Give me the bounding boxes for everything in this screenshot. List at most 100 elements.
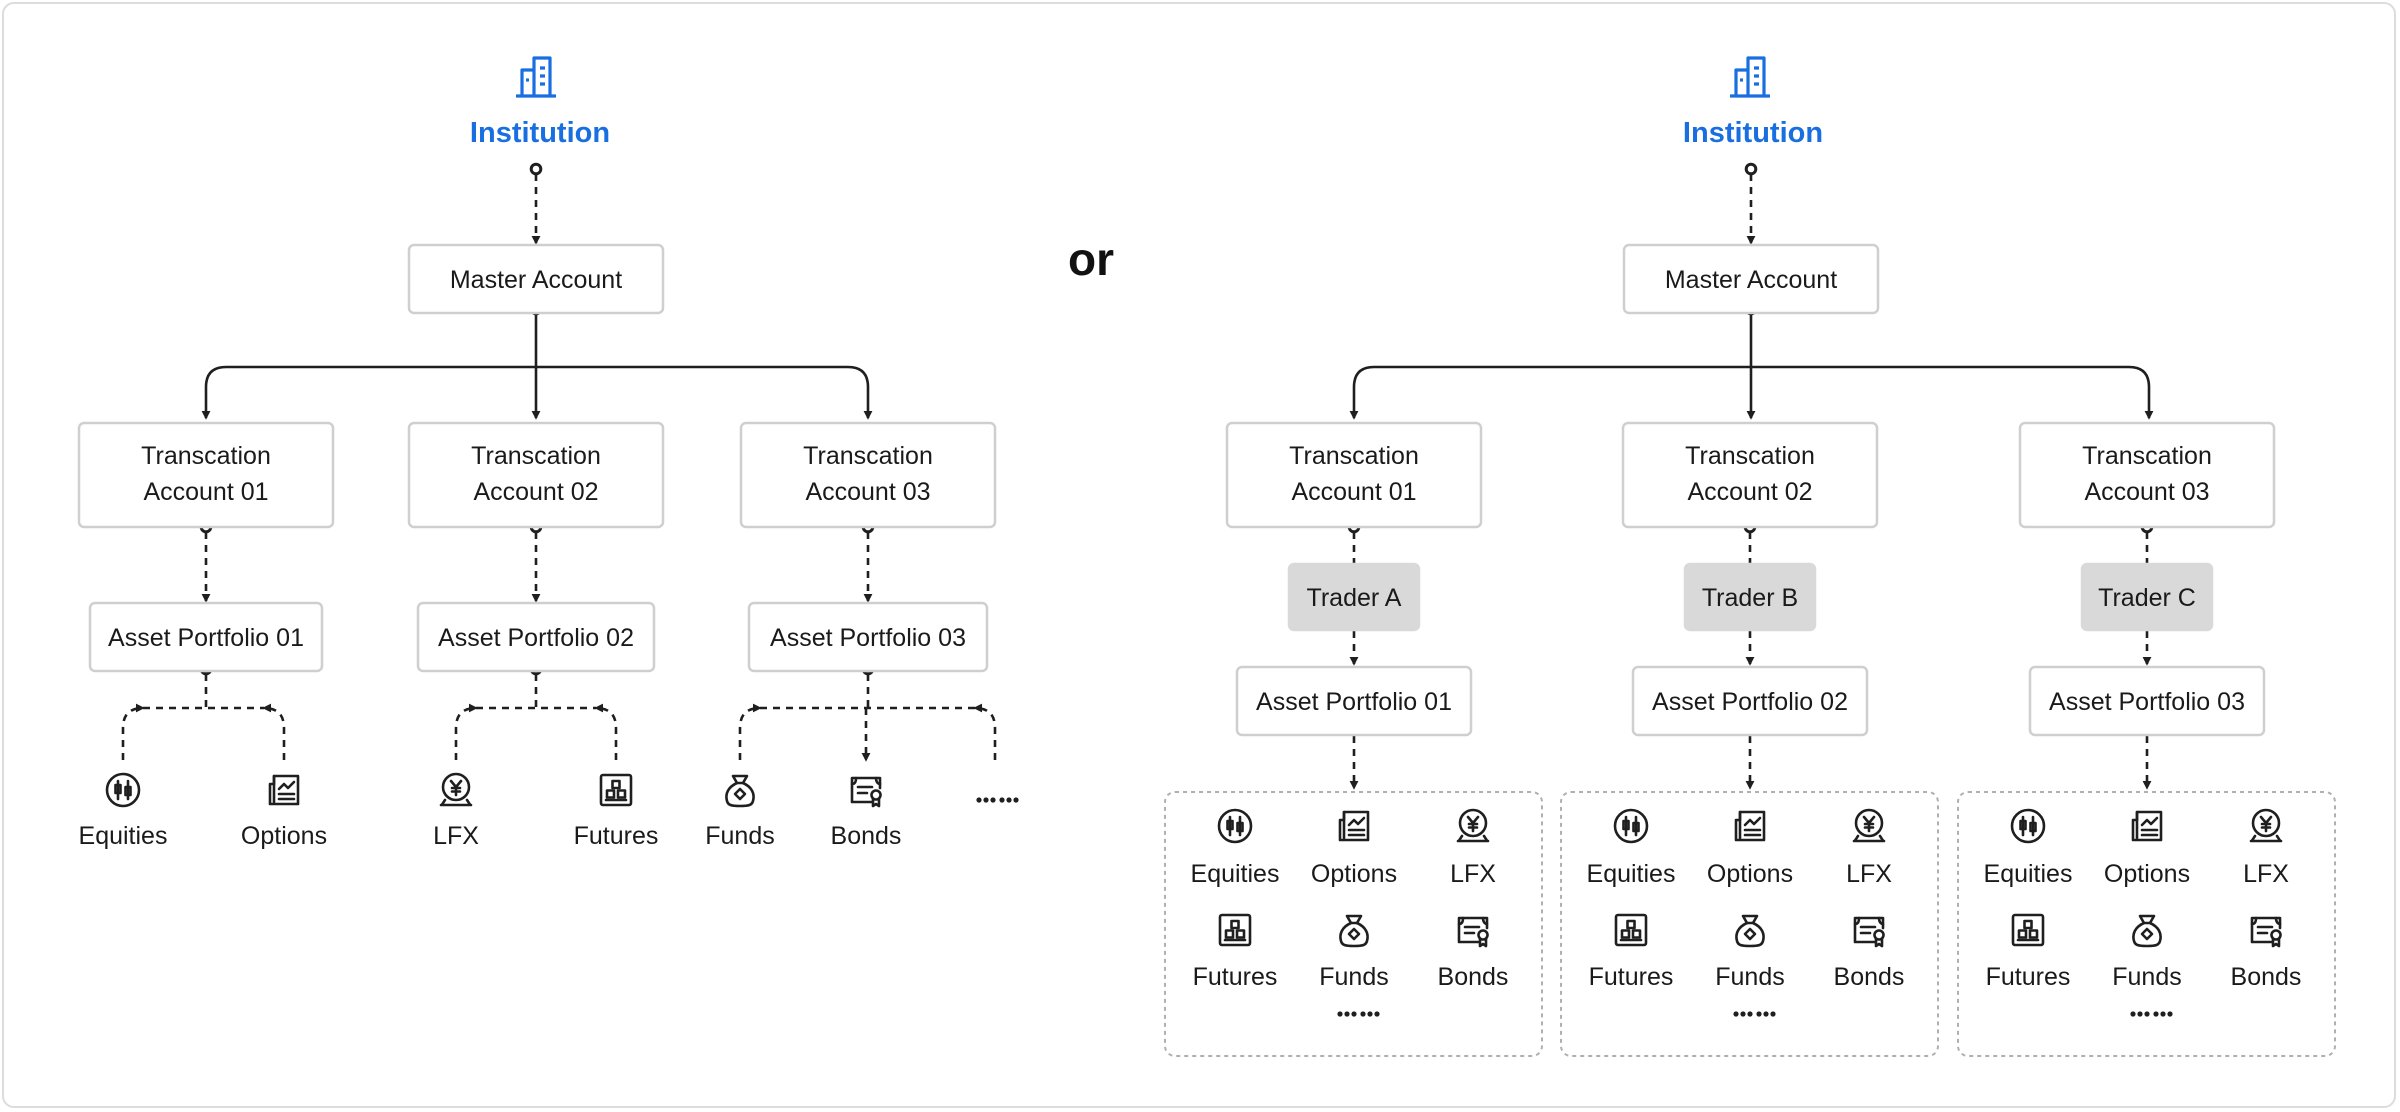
asset-label: Funds	[1319, 963, 1388, 991]
funds-icon	[2132, 914, 2162, 948]
institution-building-icon	[1730, 56, 1770, 98]
master-account-box	[407, 243, 665, 315]
asset-label: Futures	[1193, 963, 1278, 991]
asset-label: Bonds	[1438, 963, 1509, 991]
asset-label: Funds	[705, 822, 774, 850]
asset-label: Options	[1707, 860, 1793, 888]
transaction-account-label: Account 03	[805, 478, 930, 506]
trader-label: Trader A	[1307, 584, 1402, 612]
portfolio-branch-line	[973, 703, 997, 760]
master-to-account-line	[1751, 365, 2154, 420]
asset-label: LFX	[1846, 860, 1892, 888]
futures-icon	[1614, 913, 1648, 947]
trader-box	[1683, 562, 1817, 632]
futures-icon	[2011, 913, 2045, 947]
transaction-account-label: Transcation	[141, 442, 271, 470]
asset-label: Options	[2104, 860, 2190, 888]
futures-icon	[599, 773, 633, 807]
funds-icon	[1735, 914, 1765, 948]
transaction-account-label: Transcation	[803, 442, 933, 470]
asset-portfolio-box	[416, 601, 656, 673]
connector-node-dot	[529, 162, 543, 176]
portfolio-branch-line	[454, 703, 478, 760]
transaction-account-label: Account 02	[1687, 478, 1812, 506]
asset-label: Equities	[1191, 860, 1280, 888]
transaction-account-label: Transcation	[2082, 442, 2212, 470]
transaction-account-label: Account 01	[1291, 478, 1416, 506]
lfx-icon	[2249, 808, 2283, 843]
transaction-account-label: Transcation	[1685, 442, 1815, 470]
funds-icon	[725, 774, 755, 808]
transaction-account-label: Transcation	[471, 442, 601, 470]
asset-label: Bonds	[1834, 963, 1905, 991]
master-account-label: Master Account	[1665, 266, 1837, 294]
transaction-account-box	[77, 421, 335, 529]
transaction-account-box	[2018, 421, 2276, 529]
more-icon	[976, 797, 1019, 803]
connector-node-dot	[1744, 162, 1758, 176]
trader-label: Trader B	[1702, 584, 1798, 612]
asset-label: Equities	[79, 822, 168, 850]
futures-icon	[1218, 913, 1252, 947]
asset-portfolio-label: Asset Portfolio 01	[1256, 688, 1452, 716]
portfolio-branch-line	[738, 703, 762, 760]
master-account-label: Master Account	[450, 266, 622, 294]
asset-label: Bonds	[831, 822, 902, 850]
asset-portfolio-box	[1235, 665, 1473, 737]
lfx-icon	[1456, 808, 1490, 843]
trader-box	[1287, 562, 1421, 632]
trader-label: Trader C	[2098, 584, 2196, 612]
left-institution: Institution	[470, 56, 610, 149]
master-to-account-line	[1349, 365, 1751, 420]
equities-icon	[1217, 808, 1253, 844]
asset-label: Options	[1311, 860, 1397, 888]
master-account-box	[1622, 243, 1880, 315]
transaction-account-box	[1621, 421, 1879, 529]
portfolio-branch-line	[262, 703, 286, 760]
bonds-icon	[2250, 916, 2282, 948]
asset-portfolio-label: Asset Portfolio 02	[438, 624, 634, 652]
transaction-account-label: Account 02	[473, 478, 598, 506]
asset-group-box	[1164, 791, 1543, 1057]
more-icon	[2130, 1011, 2173, 1017]
asset-label: LFX	[433, 822, 479, 850]
asset-group-box	[1957, 791, 2336, 1057]
equities-icon	[105, 772, 141, 808]
institution-label: Institution	[1683, 117, 1823, 149]
transaction-account-label: Account 03	[2084, 478, 2209, 506]
lfx-icon	[1852, 808, 1886, 843]
asset-label: Options	[241, 822, 327, 850]
right-institution: Institution	[1683, 56, 1823, 149]
transaction-account-label: Transcation	[1289, 442, 1419, 470]
institution-label: Institution	[470, 117, 610, 149]
bonds-icon	[850, 776, 882, 808]
bonds-icon	[1853, 916, 1885, 948]
asset-portfolio-label: Asset Portfolio 03	[770, 624, 966, 652]
institution-building-icon	[516, 56, 556, 98]
asset-portfolio-box	[88, 601, 324, 673]
asset-portfolio-label: Asset Portfolio 03	[2049, 688, 2245, 716]
options-icon	[1338, 810, 1370, 842]
more-icon	[1733, 1011, 1776, 1017]
asset-label: Bonds	[2231, 963, 2302, 991]
asset-label: Equities	[1587, 860, 1676, 888]
asset-label: Futures	[1589, 963, 1674, 991]
asset-group-box	[1560, 791, 1939, 1057]
asset-label: Equities	[1984, 860, 2073, 888]
asset-portfolio-box	[747, 601, 989, 673]
asset-portfolio-box	[1631, 665, 1869, 737]
asset-portfolio-label: Asset Portfolio 02	[1652, 688, 1848, 716]
lfx-icon	[439, 772, 473, 807]
trader-box	[2080, 562, 2214, 632]
transaction-account-label: Account 01	[143, 478, 268, 506]
equities-icon	[2010, 808, 2046, 844]
portfolio-branch-line	[594, 703, 618, 760]
asset-portfolio-label: Asset Portfolio 01	[108, 624, 304, 652]
portfolio-branch-line	[121, 703, 145, 760]
asset-label: Funds	[1715, 963, 1784, 991]
bonds-icon	[1457, 916, 1489, 948]
asset-portfolio-box	[2028, 665, 2266, 737]
transaction-account-box	[407, 421, 665, 529]
options-icon	[268, 774, 300, 806]
